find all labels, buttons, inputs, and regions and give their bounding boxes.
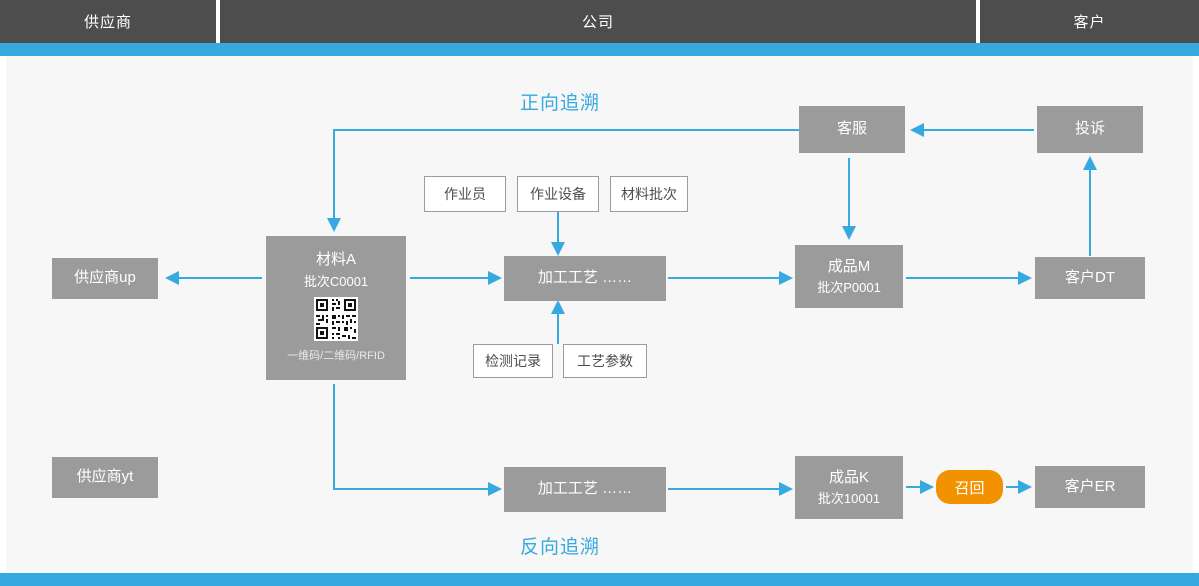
node-supplier-up[interactable]: 供应商up xyxy=(52,258,158,299)
node-process-top-label: 加工工艺 …… xyxy=(537,269,633,287)
node-customer-dt[interactable]: 客户DT xyxy=(1035,257,1145,299)
attr-process-parameter[interactable]: 工艺参数 xyxy=(563,344,647,378)
node-material-a-batch: 批次C0001 xyxy=(303,274,369,289)
header-column-customer-label: 客户 xyxy=(1073,14,1106,31)
backward-trace-label: 反向追溯 xyxy=(520,537,601,558)
node-material-a-code-types: 一维码/二维码/RFID xyxy=(287,350,385,362)
node-product-m-batch: 批次P0001 xyxy=(817,280,881,295)
attr-process-parameter-label: 工艺参数 xyxy=(577,353,633,369)
forward-trace-label: 正向追溯 xyxy=(520,93,601,114)
node-recall[interactable]: 召回 xyxy=(936,470,1003,504)
node-process-bottom[interactable]: 加工工艺 …… xyxy=(504,467,666,512)
node-recall-label: 召回 xyxy=(954,479,985,497)
node-complaint-label: 投诉 xyxy=(1074,120,1105,138)
node-product-k-title: 成品K xyxy=(828,468,869,486)
node-product-m[interactable]: 成品M 批次P0001 xyxy=(795,245,903,308)
node-supplier-up-label: 供应商up xyxy=(74,269,136,287)
attr-equipment-label: 作业设备 xyxy=(530,186,586,202)
header-column-company: 公司 xyxy=(220,0,976,43)
header-column-customer: 客户 xyxy=(980,0,1199,43)
node-complaint[interactable]: 投诉 xyxy=(1037,106,1143,153)
node-customer-service-label: 客服 xyxy=(836,120,867,138)
node-customer-dt-label: 客户DT xyxy=(1065,268,1115,286)
attr-inspection-record[interactable]: 检测记录 xyxy=(473,344,553,378)
left-rail xyxy=(0,56,6,573)
node-process-top[interactable]: 加工工艺 …… xyxy=(504,256,666,301)
node-customer-er-label: 客户ER xyxy=(1064,477,1116,495)
bottom-accent-bar xyxy=(0,573,1199,586)
attr-material-batch[interactable]: 材料批次 xyxy=(610,176,688,212)
attr-inspection-record-label: 检测记录 xyxy=(485,353,541,369)
node-product-k[interactable]: 成品K 批次10001 xyxy=(795,456,903,519)
node-product-m-title: 成品M xyxy=(827,257,871,275)
qr-code-icon xyxy=(314,297,358,341)
attr-equipment[interactable]: 作业设备 xyxy=(517,176,599,212)
node-customer-service[interactable]: 客服 xyxy=(799,106,905,153)
top-accent-bar xyxy=(0,43,1199,56)
attr-operator[interactable]: 作业员 xyxy=(424,176,506,212)
header-column-supplier-label: 供应商 xyxy=(83,14,132,31)
attr-material-batch-label: 材料批次 xyxy=(621,186,677,202)
attr-operator-label: 作业员 xyxy=(444,186,486,202)
node-supplier-yt[interactable]: 供应商yt xyxy=(52,457,158,498)
header-column-company-label: 公司 xyxy=(581,14,614,31)
node-process-bottom-label: 加工工艺 …… xyxy=(537,480,633,498)
right-rail xyxy=(1193,56,1199,573)
node-material-a[interactable]: 材料A 批次C0001 xyxy=(266,236,406,380)
node-material-a-title: 材料A xyxy=(315,251,356,268)
header-column-supplier: 供应商 xyxy=(0,0,216,43)
node-supplier-yt-label: 供应商yt xyxy=(76,468,134,486)
node-product-k-batch: 批次10001 xyxy=(817,491,881,506)
node-customer-er[interactable]: 客户ER xyxy=(1035,466,1145,508)
